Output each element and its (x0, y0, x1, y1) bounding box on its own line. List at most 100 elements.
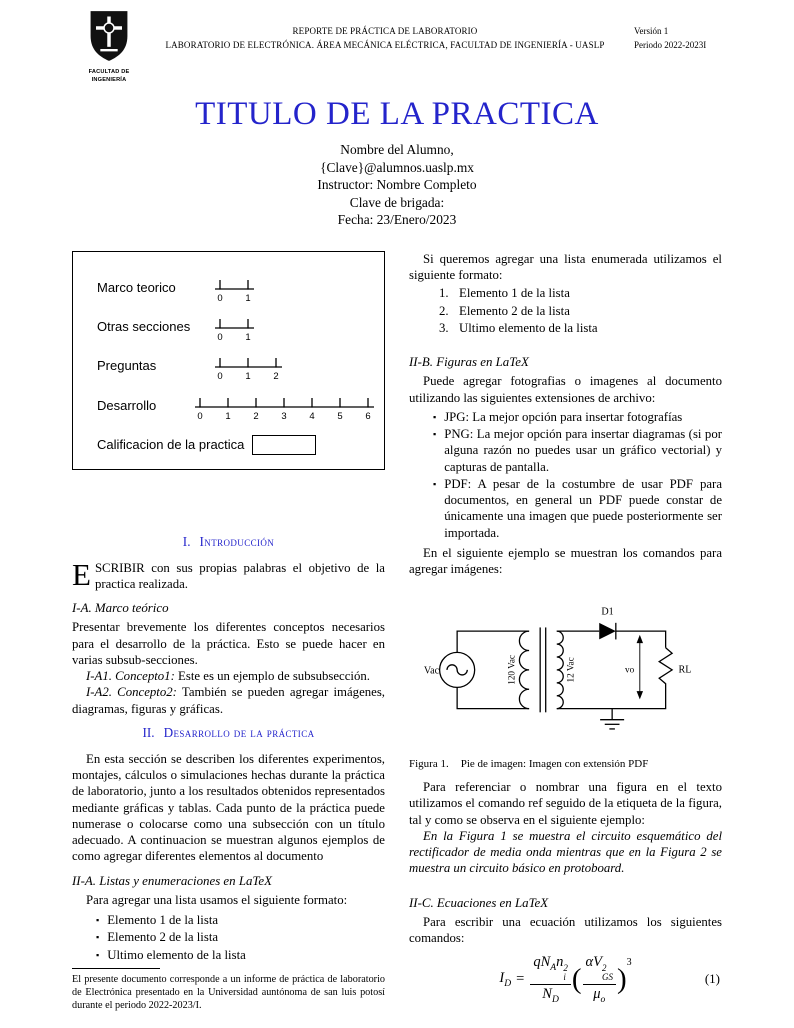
logo-caption: FACULTAD DE INGENIERÍA (88, 69, 130, 83)
rubric-grade-row: Calificacion de la practica (97, 434, 374, 455)
diode-label: D1 (601, 607, 613, 618)
subsection-figuras: II-B. Figuras en LaTeX (409, 355, 529, 370)
concepto2-text: También se pueden agregar imágenes, diag… (72, 685, 386, 716)
subsection-listas: II-A. Listas y enumeraciones en LaTeX (72, 873, 273, 888)
concepto1-text: Este es un ejemplo de subsubsección. (178, 669, 370, 684)
circuit-diagram: Vac 120 Vac 12 Vac D1 vo RL (423, 607, 691, 731)
tick-label: 0 (217, 332, 222, 343)
rubric-label: Preguntas (97, 358, 157, 374)
figure-example-intro: En el siguiente ejemplo se muestran los … (409, 545, 722, 577)
bullet-icon: ▪ (433, 478, 437, 489)
section-number: I. (182, 533, 191, 549)
header-line-2: LABORATORIO DE ELECTRÓNICA. ÁREA MECÁNIC… (165, 39, 605, 50)
page-title: TITULO DE LA PRACTICA (195, 96, 599, 133)
arrow-head-down-icon (636, 691, 643, 700)
rating-scale-graphic: 0 1 2 3 4 5 6 (195, 397, 374, 422)
author-email: {Clave}@alumnos.uaslp.mx (320, 159, 474, 175)
tick-label: 1 (245, 371, 250, 382)
grade-input-box (252, 434, 317, 455)
page-header: FACULTAD DE INGENIERÍA REPORTE DE PRÁCTI… (72, 10, 722, 84)
resistor-zigzag (556, 647, 673, 710)
numbered-item: 1.Elemento 1 de la lista (439, 285, 722, 301)
tick-label: 1 (225, 411, 230, 422)
marco-teorico-paragraph: Presentar brevemente los diferentes conc… (72, 620, 385, 667)
footnote-rule (72, 967, 160, 969)
numbered-item-text: Elemento 1 de la lista (459, 286, 570, 301)
wire-to-load (615, 630, 666, 649)
bullet-list: ▪Elemento 1 de la lista ▪Elemento 2 de l… (96, 911, 385, 964)
bullet-icon: ▪ (96, 949, 100, 960)
list-item: ▪ PDF: A pesar de la costumbre de usar PD… (433, 476, 722, 541)
version-label: Versión 1 (634, 26, 669, 36)
right-column: Si queremos agregar una lista enumerada … (409, 251, 722, 1012)
open-paren: ( (571, 963, 582, 996)
tick-label: 0 (217, 293, 222, 304)
tick-label: 2 (253, 411, 258, 422)
section-title: Introducción (199, 533, 275, 549)
tick-label: 4 (309, 411, 314, 422)
sine-wave-icon (445, 664, 468, 676)
header-right-text: Versión 1 Periodo 2022-2023I (634, 10, 722, 53)
section-heading-introduccion: I. Introducción (72, 534, 385, 551)
tick-label: 2 (273, 371, 278, 382)
bullet-icon: ▪ (433, 429, 437, 440)
format-list: ▪JPG: La mejor opción para insertar foto… (433, 409, 722, 541)
grade-label: Calificacion de la practica (97, 436, 245, 452)
diode-triangle-icon (598, 623, 616, 640)
author-block: Nombre del Alumno, {Clave}@alumnos.uaslp… (72, 141, 722, 229)
dropcap-letter: E (72, 556, 91, 592)
footnote-text: El presente documento corresponde a un i… (72, 973, 385, 1011)
list-item: ▪Ultimo elemento de la lista (96, 947, 385, 963)
bullet-icon: ▪ (96, 932, 100, 943)
date-line: Fecha: 23/Enero/2023 (337, 212, 457, 228)
concepto1-label: I-A1. Concepto1: (86, 669, 175, 684)
list-item-text: PDF: A pesar de la costumbre de usar PDF… (444, 476, 722, 540)
tick-label: 3 (281, 411, 286, 422)
brigade-line: Clave de brigada: (349, 194, 445, 210)
header-center-text: REPORTE DE PRÁCTICA DE LABORATORIO LABOR… (136, 10, 634, 53)
rubric-scale: 0 1 2 3 4 5 6 (195, 394, 374, 426)
secondary-voltage-label: 12 Vac (565, 658, 575, 683)
header-line-1: REPORTE DE PRÁCTICA DE LABORATORIO (292, 26, 478, 36)
wire-bottom-left (455, 687, 529, 710)
numbered-item: 2.Elemento 2 de la lista (439, 303, 722, 319)
subsection-marco-teorico: I-A. Marco teórico (72, 601, 169, 616)
list-item: ▪JPG: La mejor opción para insertar foto… (433, 409, 722, 425)
rubric-label: Marco teorico (97, 279, 176, 295)
tick-label: 0 (197, 411, 202, 422)
figure-caption: Figura 1. Pie de imagen: Imagen con exten… (409, 757, 722, 771)
arrow-head-up-icon (636, 635, 643, 644)
concepto2-label: I-A2. Concepto2: (86, 685, 177, 700)
tick-label: 6 (365, 411, 370, 422)
intro-text: SCRIBIR con sus propias palabras el obje… (94, 560, 385, 591)
figure-caption-text: Pie de imagen: Imagen con extensión PDF (460, 757, 649, 770)
item-number: 2. (439, 303, 449, 318)
author-name: Nombre del Alumno, (340, 142, 454, 158)
wire-top-left (455, 630, 529, 653)
equation-lhs: ID (499, 970, 512, 990)
ref-example-paragraph: En la Figura 1 se muestra el circuito es… (409, 828, 722, 876)
transformer-secondary-coil (556, 630, 564, 710)
item-number: 3. (439, 320, 449, 335)
list-intro-paragraph: Para agregar una lista usamos el siguien… (86, 892, 348, 907)
figure-1-circuit: Vac 120 Vac 12 Vac D1 vo RL (409, 585, 722, 744)
figure-caption-label: Figura 1. (409, 757, 449, 770)
tick-label: 1 (245, 332, 250, 343)
tick-label: 5 (337, 411, 342, 422)
rubric-label: Otras secciones (97, 319, 191, 335)
instructor-line: Instructor: Nombre Completo (317, 177, 477, 193)
concepto1-paragraph: I-A1. Concepto1: Este es un ejemplo de s… (72, 668, 385, 684)
